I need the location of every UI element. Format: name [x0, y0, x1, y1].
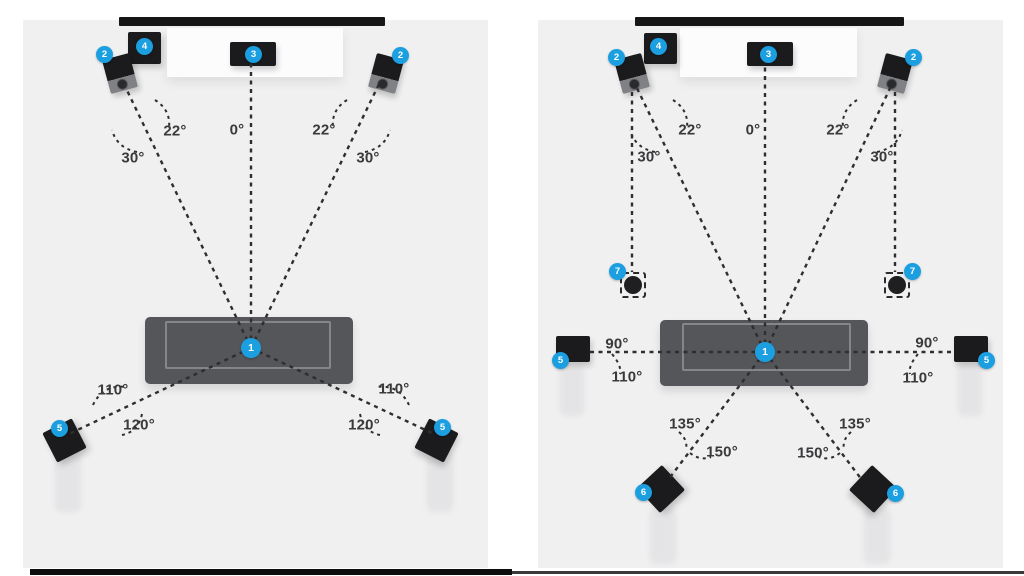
speaker-cone-icon [627, 77, 642, 91]
speaker-cone-icon [375, 77, 390, 91]
angle-label-90-left: 90° [605, 335, 629, 353]
angle-label-30-left: 30° [121, 149, 145, 167]
surround-right-badge: 5 [434, 419, 451, 436]
speaker-shadow [560, 364, 584, 416]
right-diagram-7-1: 2 2 4 3 7 7 1 5 5 6 6 22° 0° 22° 30° 30°… [538, 17, 1003, 568]
angle-label-22-right: 22° [312, 121, 336, 139]
subwoofer-badge: 4 [650, 38, 667, 55]
angle-label-110-right: 110° [378, 380, 410, 398]
front-right-badge: 2 [905, 49, 922, 66]
surround-left-badge: 5 [51, 420, 68, 437]
angle-label-110-left: 110° [97, 381, 129, 399]
height-speaker-icon [888, 276, 906, 294]
angle-label-0: 0° [745, 121, 761, 139]
angle-label-30-right: 30° [356, 149, 380, 167]
listener-badge: 1 [241, 338, 261, 358]
height-right-badge: 7 [904, 263, 921, 280]
left-diagram-dashed-lines [68, 62, 435, 436]
angle-label-150-right: 150° [797, 444, 829, 462]
rear-right-badge: 6 [887, 485, 904, 502]
height-left-badge: 7 [609, 263, 626, 280]
angle-label-110-right: 110° [902, 369, 934, 387]
front-left-badge: 2 [608, 49, 625, 66]
bottom-black-bar-thin [512, 571, 1024, 574]
rear-left-badge: 6 [635, 484, 652, 501]
tv-badge: 3 [760, 46, 777, 63]
angle-label-120-left: 120° [123, 416, 155, 434]
angle-label-135-left: 135° [669, 415, 701, 433]
tv-wall-bar [635, 17, 904, 26]
right-diagram-dashed-lines [590, 62, 954, 481]
angle-label-22-right: 22° [826, 121, 850, 139]
front-right-badge: 2 [392, 47, 409, 64]
angle-label-22-left: 22° [163, 122, 187, 140]
side-left-badge: 5 [552, 352, 569, 369]
front-left-badge: 2 [96, 46, 113, 63]
left-diagram-5-1: 2 2 4 3 1 5 5 22° 0° 22° 30° 30° 110° 12… [23, 17, 488, 568]
angle-label-90-right: 90° [915, 334, 939, 352]
speaker-shadow [864, 508, 890, 564]
angle-label-120-right: 120° [348, 416, 380, 434]
angle-label-150-left: 150° [706, 443, 738, 461]
angle-label-135-right: 135° [839, 415, 871, 433]
speaker-cone-icon [115, 77, 130, 91]
angle-label-30-left: 30° [637, 148, 661, 166]
angle-label-110-left: 110° [611, 368, 643, 386]
subwoofer-badge: 4 [136, 38, 153, 55]
tv-wall-bar [119, 17, 385, 26]
angle-label-30-right: 30° [870, 148, 894, 166]
speaker-shadow [958, 364, 982, 416]
speaker-shadow [650, 508, 676, 564]
tv-badge: 3 [245, 46, 262, 63]
listener-badge: 1 [755, 342, 775, 362]
height-speaker-icon [624, 276, 642, 294]
speaker-cone-icon [884, 77, 899, 91]
angle-label-0: 0° [229, 121, 245, 139]
side-right-badge: 5 [978, 352, 995, 369]
bottom-black-bar [30, 569, 512, 575]
angle-label-22-left: 22° [678, 121, 702, 139]
